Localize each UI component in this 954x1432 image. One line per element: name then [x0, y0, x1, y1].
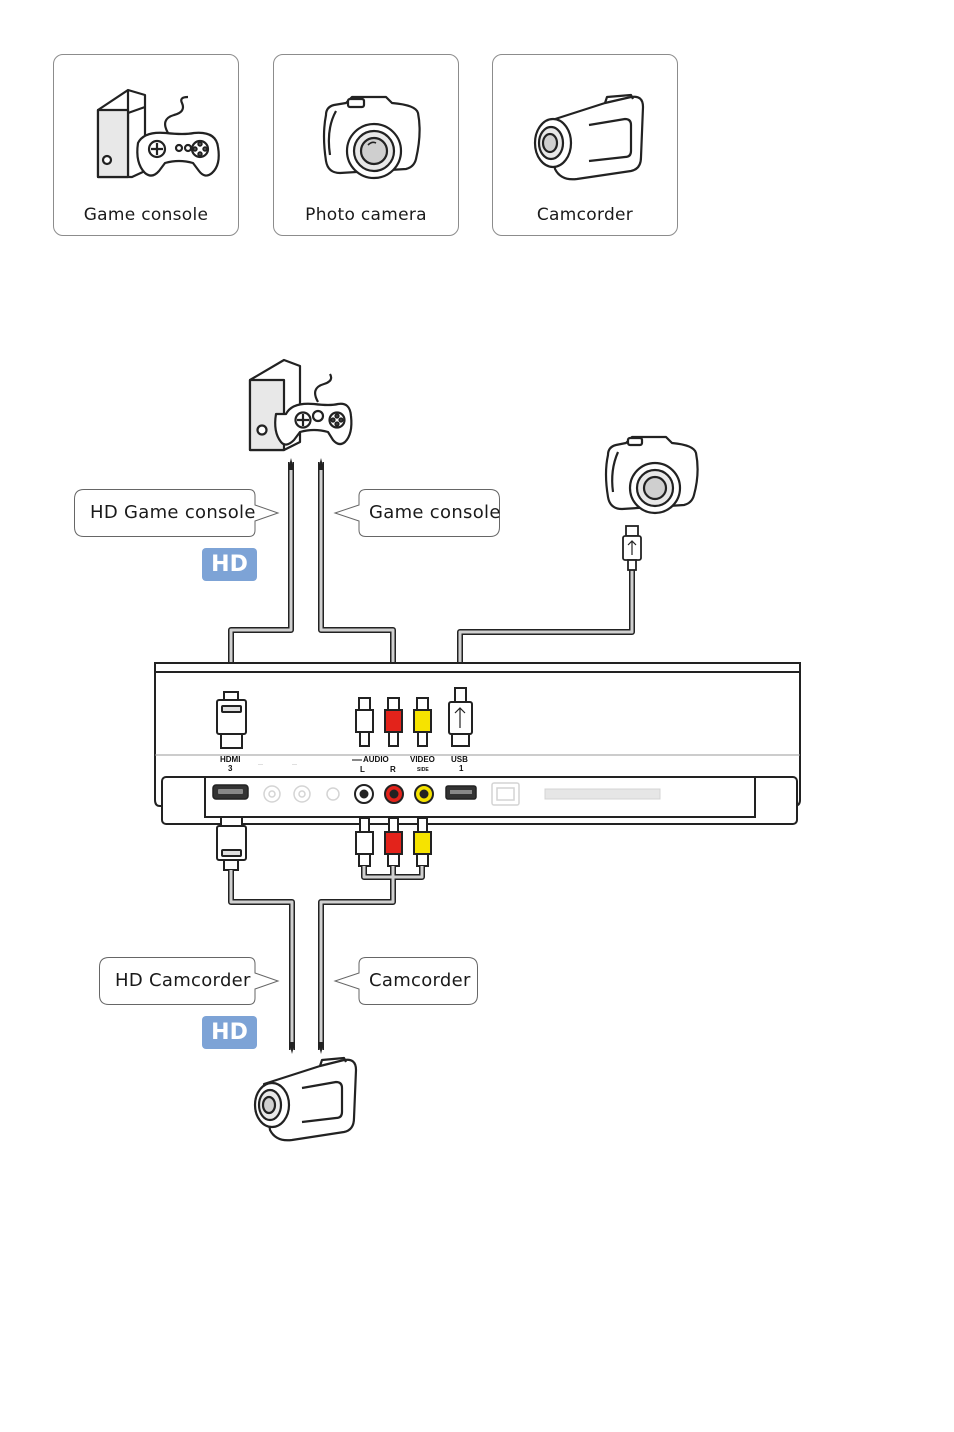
port-label-hdmi-num: 3 — [228, 764, 233, 773]
rca-socket-yellow — [414, 784, 434, 804]
common-interface-slot — [544, 788, 661, 800]
tv-side-panel — [154, 662, 801, 825]
hdmi-plug-top — [216, 691, 247, 749]
card-camcorder: Camcorder — [492, 54, 678, 236]
port-label-video-side: SIDE — [417, 767, 429, 773]
rca-plug-red-bottom — [384, 817, 403, 867]
faint-socket — [263, 785, 340, 803]
game-console-icon — [248, 358, 353, 452]
port-label-hdmi: HDMI — [220, 755, 240, 764]
callout-label: HD Game console — [90, 502, 256, 523]
port-label-audio-r: R — [390, 765, 396, 774]
port-label-usb-num: 1 — [459, 764, 464, 773]
camcorder-icon — [253, 1056, 358, 1142]
callout-hd-camcorder: HD Camcorder — [99, 957, 280, 1005]
rca-plug-yellow-bottom — [413, 817, 432, 867]
callout-label: Game console — [369, 502, 501, 523]
rca-plug-white-top — [355, 697, 374, 747]
rca-plug-red-top — [384, 697, 403, 747]
camcorder-icon — [533, 93, 645, 181]
card-photo-camera: Photo camera — [273, 54, 459, 236]
faint-label: — — [258, 762, 263, 768]
hd-badge: HD — [202, 1016, 257, 1049]
usb-plug-icon — [622, 525, 642, 571]
card-label: Photo camera — [305, 205, 427, 225]
faint-label: — — [292, 762, 297, 768]
hdmi-cable-bottom — [228, 870, 295, 1054]
port-label-video: VIDEO — [410, 755, 435, 764]
card-label: Game console — [83, 205, 209, 225]
port-label-usb: USB — [451, 755, 468, 764]
port-label-audio: AUDIO — [363, 755, 389, 764]
rca-socket-red — [384, 784, 404, 804]
callout-camcorder: Camcorder — [333, 957, 478, 1005]
usb-cable — [457, 570, 635, 690]
rca-plug-yellow-top — [413, 697, 432, 747]
photo-camera-icon — [322, 95, 421, 180]
card-label: Camcorder — [536, 205, 634, 225]
game-console-icon — [96, 88, 220, 179]
callout-label: HD Camcorder — [115, 970, 251, 991]
callout-game-console: Game console — [333, 489, 501, 537]
hdmi-socket — [212, 784, 249, 800]
composite-cable-bottom — [318, 866, 425, 1054]
card-game-console: Game console — [53, 54, 239, 236]
hdmi-plug-bottom — [216, 816, 247, 871]
rca-socket-white — [354, 784, 374, 804]
hd-badge: HD — [202, 548, 257, 581]
rca-plug-white-bottom — [355, 817, 374, 867]
callout-hd-game-console: HD Game console — [74, 489, 280, 537]
port-label-audio-l: L — [360, 765, 365, 774]
photo-camera-icon — [604, 435, 699, 515]
callout-label: Camcorder — [369, 970, 471, 991]
usb-socket — [445, 785, 477, 800]
usb-plug-top — [448, 687, 473, 747]
network-socket — [491, 782, 520, 806]
